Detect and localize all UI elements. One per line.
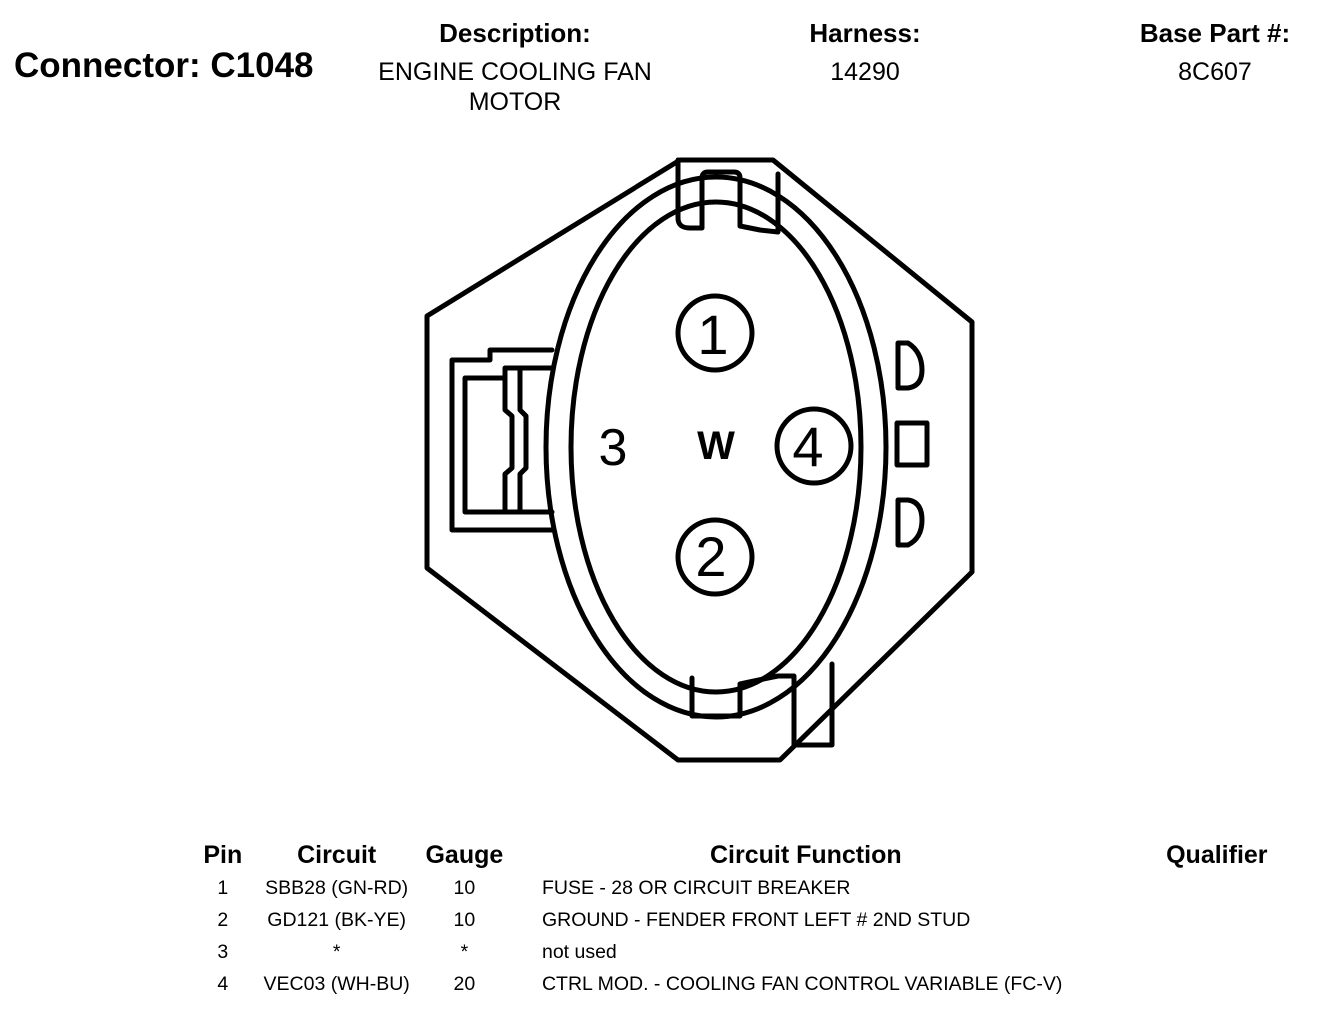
left-latch-detent: [502, 375, 515, 515]
harness-block: Harness: 14290: [750, 18, 980, 87]
cell-circuit: VEC03 (WH-BU): [263, 972, 410, 995]
cell-qualifier: [1106, 872, 1328, 904]
table-header-row: Pin Circuit Gauge Circuit Function Quali…: [195, 838, 1328, 872]
cell-gauge: *: [460, 940, 469, 963]
connector-face-diagram: 1 2 4 3 W: [424, 157, 975, 763]
pin-4-circle: [774, 406, 854, 486]
keying-mark: W: [697, 424, 735, 468]
description-value: ENGINE COOLING FAN MOTOR: [345, 57, 685, 117]
pin-2-label: 2: [695, 525, 726, 588]
pinout-table: Pin Circuit Gauge Circuit Function Quali…: [195, 838, 1328, 1000]
cell-qualifier: [1106, 936, 1328, 968]
header-gauge: Gauge: [425, 840, 504, 869]
description-line-2: MOTOR: [468, 88, 562, 116]
pin-1-circle: [675, 293, 755, 373]
table-row: 3 * * not used: [195, 936, 1328, 968]
cell-function: GROUND - FENDER FRONT LEFT # 2ND STUD: [541, 908, 971, 931]
base-part-block: Base Part #: 8C607: [1110, 18, 1320, 87]
left-latch-inner: [462, 365, 555, 515]
oval-outer: [543, 174, 889, 720]
cell-function: CTRL MOD. - COOLING FAN CONTROL VARIABLE…: [541, 972, 1063, 995]
cell-circuit: GD121 (BK-YE): [267, 908, 407, 931]
base-part-value: 8C607: [1178, 58, 1252, 86]
table-row: 1 SBB28 (GN-RD) 10 FUSE - 28 OR CIRCUIT …: [195, 872, 1328, 904]
cell-qualifier: [1106, 968, 1328, 1000]
oval-inner: [568, 199, 864, 695]
harness-label: Harness:: [809, 18, 921, 48]
housing-outline: [424, 157, 975, 763]
header-qualifier: Qualifier: [1166, 840, 1268, 869]
pin-3-label: 3: [599, 419, 628, 477]
cell-gauge: 10: [453, 908, 476, 931]
description-label: Description:: [439, 18, 591, 48]
base-part-label: Base Part #:: [1139, 18, 1291, 48]
cell-function: FUSE - 28 OR CIRCUIT BREAKER: [541, 876, 851, 899]
description-block: Description: ENGINE COOLING FAN MOTOR: [345, 18, 685, 117]
cell-pin: 2: [217, 908, 229, 931]
right-rib-bottom: [895, 497, 925, 548]
top-latch: [675, 157, 781, 235]
pin-2-circle: [675, 517, 755, 597]
pin-4-label: 4: [792, 415, 823, 478]
left-latch: [449, 347, 555, 533]
header-circuit-function: Circuit Function: [709, 840, 902, 869]
connector-title: Connector: C1048: [14, 46, 314, 85]
header-pin: Pin: [203, 840, 243, 869]
right-rib-top: [895, 340, 925, 391]
cell-pin: 1: [217, 876, 229, 899]
description-line-1: ENGINE COOLING FAN: [378, 58, 652, 86]
header-circuit: Circuit: [297, 840, 377, 869]
cell-circuit: *: [332, 940, 341, 963]
right-rib-middle: [894, 420, 930, 468]
pin-1-label: 1: [697, 303, 728, 366]
cell-function: not used: [541, 940, 617, 963]
table-row: 2 GD121 (BK-YE) 10 GROUND - FENDER FRONT…: [195, 904, 1328, 936]
cell-gauge: 10: [453, 876, 476, 899]
cell-qualifier: [1106, 904, 1328, 936]
harness-value: 14290: [830, 58, 900, 86]
cell-pin: 4: [217, 972, 229, 995]
table-row: 4 VEC03 (WH-BU) 20 CTRL MOD. - COOLING F…: [195, 968, 1328, 1000]
cell-circuit: SBB28 (GN-RD): [265, 876, 409, 899]
left-latch-detent-2: [517, 365, 529, 515]
cell-pin: 3: [217, 940, 229, 963]
cell-gauge: 20: [453, 972, 476, 995]
